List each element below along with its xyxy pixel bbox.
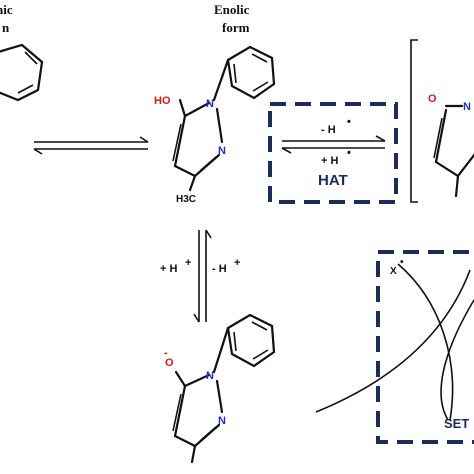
keto-label-bottom: n xyxy=(2,20,10,35)
radical-nitrogen-label: N xyxy=(463,101,471,113)
nitrogen-2-label: N xyxy=(218,145,226,157)
oxide-label: O xyxy=(165,357,174,369)
set-dashed-box xyxy=(376,250,474,444)
hat-plus-h-label: + H xyxy=(321,155,338,167)
left-bracket xyxy=(410,39,418,203)
methyl-label: H3C xyxy=(176,194,196,205)
nitrogen-1-label: N xyxy=(206,98,214,110)
proton-plus-mark: + xyxy=(185,257,191,269)
set-curve xyxy=(315,269,471,413)
radical-dot: • xyxy=(400,257,404,268)
hat-label: HAT xyxy=(318,172,348,189)
anion-nitrogen-1-label: N xyxy=(206,370,214,382)
oxygen-radical-label: O xyxy=(428,93,437,105)
keto-form-structure: nic n xyxy=(0,2,44,102)
enolic-label-line1: Enolic xyxy=(214,2,250,17)
deprotonation-equilibrium: + H + - H + xyxy=(160,229,240,323)
keto-double-bond xyxy=(17,84,34,94)
radical-molecule: O N xyxy=(410,39,474,203)
keto-phenyl-ring xyxy=(0,43,44,102)
set-curve xyxy=(397,263,454,421)
hat-minus-h-label: - H xyxy=(321,124,336,136)
anion-molecule: O - N N xyxy=(164,313,276,464)
anion-charge-mark: - xyxy=(164,347,168,359)
radical-dot: • xyxy=(347,147,351,159)
hydroxyl-label: HO xyxy=(154,95,171,107)
anion-nitrogen-2-label: N xyxy=(218,415,226,427)
keto-label-top: nic xyxy=(0,2,13,17)
keto-double-bond xyxy=(24,51,38,65)
hat-step: - H • + H • HAT xyxy=(268,102,398,204)
enol-molecule: HO N N H3C xyxy=(154,45,276,205)
hat-dashed-box xyxy=(268,102,398,204)
vertical-minus-h-label: - H xyxy=(212,263,227,275)
set-step: X • SET xyxy=(315,250,474,444)
vertical-plus-h-label: + H xyxy=(160,263,177,275)
proton-plus-mark: + xyxy=(234,257,240,269)
enol-phenyl-ring xyxy=(226,45,276,100)
x-radical-label: X xyxy=(390,266,397,277)
anion-phenyl-ring xyxy=(226,313,276,368)
enolic-label-line2: form xyxy=(222,20,250,35)
radical-dot: • xyxy=(347,116,351,128)
set-label: SET xyxy=(444,416,469,431)
set-curve xyxy=(440,299,474,421)
keto-enol-equilibrium-arrows xyxy=(33,136,149,155)
